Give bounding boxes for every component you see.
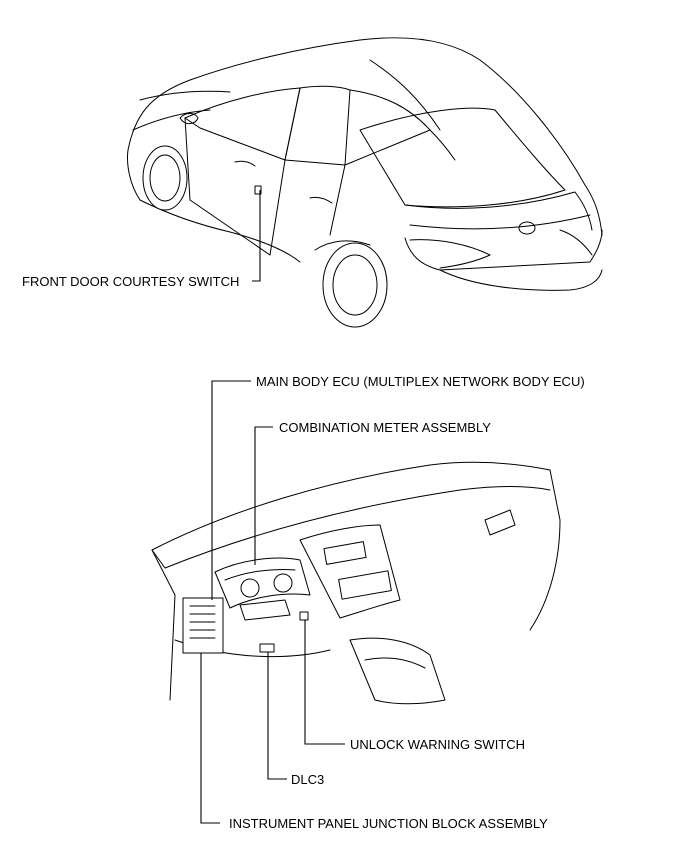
dashboard-illustration xyxy=(151,461,561,705)
leader-lines xyxy=(200,190,345,824)
label-unlock-warning-switch: UNLOCK WARNING SWITCH xyxy=(350,737,525,752)
leader-junction-block xyxy=(200,653,220,824)
label-front-door-courtesy-switch: FRONT DOOR COURTESY SWITCH xyxy=(22,274,239,289)
label-dlc3: DLC3 xyxy=(291,772,324,787)
label-main-body-ecu: MAIN BODY ECU (MULTIPLEX NETWORK BODY EC… xyxy=(256,374,585,389)
leader-front-door-courtesy-switch xyxy=(252,190,261,282)
label-combination-meter-assembly: COMBINATION METER ASSEMBLY xyxy=(279,420,491,435)
leader-dlc3 xyxy=(267,652,287,780)
leader-combination-meter xyxy=(254,426,273,565)
label-instrument-panel-junction-block: INSTRUMENT PANEL JUNCTION BLOCK ASSEMBLY xyxy=(229,816,548,831)
leader-unlock-warning-switch xyxy=(304,620,345,745)
leader-main-body-ecu xyxy=(211,380,251,600)
car-illustration xyxy=(127,37,603,328)
